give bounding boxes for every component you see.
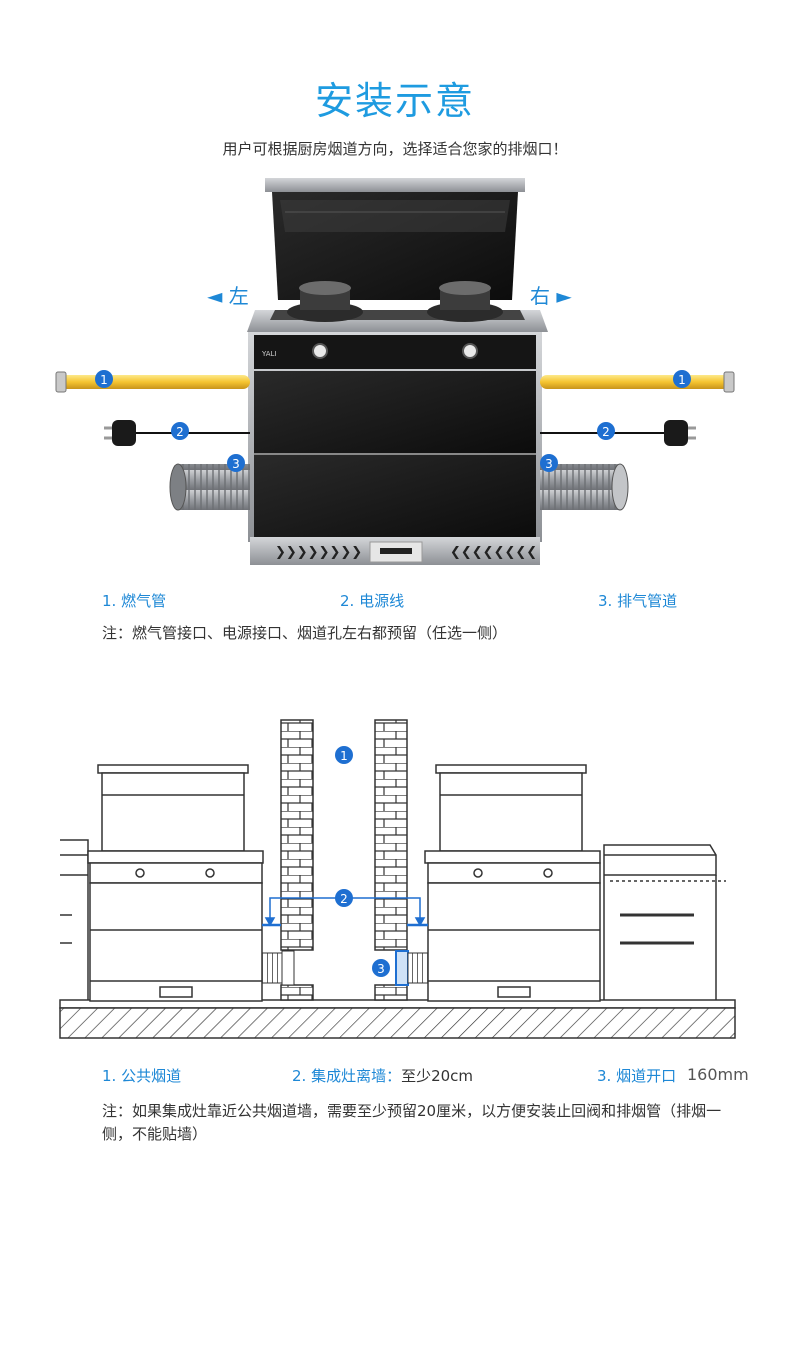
knob-left-icon xyxy=(312,343,328,359)
left-direction-label: ◄ 左 xyxy=(207,284,249,308)
caption-clearance-label: 2. 集成灶离墙： xyxy=(292,1067,402,1085)
figure-stove-diagram: YALI ❯❯❯❯❯❯❯❯ ❮❮❮❮❮❮❮❮ xyxy=(55,178,735,565)
caption-clearance-distance: 至少20cm xyxy=(401,1067,474,1085)
svg-text:YALI: YALI xyxy=(261,350,277,358)
power-cord-left xyxy=(104,420,250,446)
caption-clearance: 2. 集成灶离墙：至少20cm xyxy=(292,1065,473,1086)
flue-wall-left xyxy=(280,719,314,1001)
marker-public-flue: 1 xyxy=(335,746,353,764)
svg-text:2: 2 xyxy=(176,425,184,439)
marker-flue-opening: 3 xyxy=(372,959,390,977)
stove-left-drawing xyxy=(87,764,264,1002)
marker-2-left: 2 xyxy=(171,422,189,440)
burner-right-icon xyxy=(427,281,503,322)
svg-text:2: 2 xyxy=(340,892,348,906)
plug-right-icon xyxy=(664,420,696,446)
knob-right-icon xyxy=(462,343,478,359)
right-direction-label: 右 ► xyxy=(530,284,572,308)
stove-right-drawing xyxy=(424,764,601,1002)
gas-pipe-left xyxy=(55,371,250,393)
svg-text:3: 3 xyxy=(545,457,553,471)
exhaust-duct-right xyxy=(540,463,629,511)
gas-pipe-right xyxy=(540,371,735,393)
marker-clearance: 2 xyxy=(335,889,353,907)
svg-text:1: 1 xyxy=(340,749,348,763)
marker-2-right: 2 xyxy=(597,422,615,440)
caption-flue-opening: 3. 烟道开口 xyxy=(597,1067,677,1085)
caption-power-cord: 2. 电源线 xyxy=(340,592,405,610)
exhaust-duct-left xyxy=(169,463,250,511)
plug-left-icon xyxy=(104,420,136,446)
marker-3-left: 3 xyxy=(227,454,245,472)
marker-1-left: 1 xyxy=(95,370,113,388)
exhaust-pipe-left-drawing xyxy=(261,950,295,986)
side-cabinet-left xyxy=(60,839,89,1000)
svg-text:3: 3 xyxy=(232,457,240,471)
flue-wall-right xyxy=(374,719,408,1001)
exhaust-pipe-right-drawing xyxy=(395,950,429,986)
svg-text:1: 1 xyxy=(678,373,686,387)
side-cabinet-right xyxy=(603,844,726,1000)
burner-left-icon xyxy=(287,281,363,322)
note-clearance: 注：如果集成灶靠近公共烟道墙，需要至少预留20厘米，以方便安装止回阀和排烟管（排… xyxy=(102,1102,722,1143)
caption-gas-pipe: 1. 燃气管 xyxy=(102,592,167,610)
cooktop xyxy=(247,281,548,332)
svg-text:1: 1 xyxy=(100,373,108,387)
note-interfaces: 注：燃气管接口、电源接口、烟道孔左右都预留（任选一侧） xyxy=(102,624,508,642)
flue-opening-size: 160mm xyxy=(687,1065,749,1084)
caption-public-flue: 1. 公共烟道 xyxy=(102,1067,182,1085)
power-cord-right xyxy=(540,420,696,446)
marker-1-right: 1 xyxy=(673,370,691,388)
svg-text:❮❮❮❮❮❮❮❮: ❮❮❮❮❮❮❮❮ xyxy=(450,545,537,560)
range-hood xyxy=(265,178,525,300)
marker-3-right: 3 xyxy=(540,454,558,472)
floor xyxy=(59,999,736,1039)
page-title: 安装示意 xyxy=(314,79,475,123)
svg-text:3: 3 xyxy=(377,962,385,976)
figure-installation-drawing: 1 2 3 xyxy=(59,719,736,1039)
svg-text:2: 2 xyxy=(602,425,610,439)
svg-text:❯❯❯❯❯❯❯❯: ❯❯❯❯❯❯❯❯ xyxy=(275,545,362,560)
page-subtitle: 用户可根据厨房烟道方向，选择适合您家的排烟口！ xyxy=(222,140,568,158)
caption-exhaust-duct: 3. 排气管道 xyxy=(598,592,678,610)
stove-cabinet: YALI ❯❯❯❯❯❯❯❯ ❮❮❮❮❮❮❮❮ xyxy=(248,332,542,565)
